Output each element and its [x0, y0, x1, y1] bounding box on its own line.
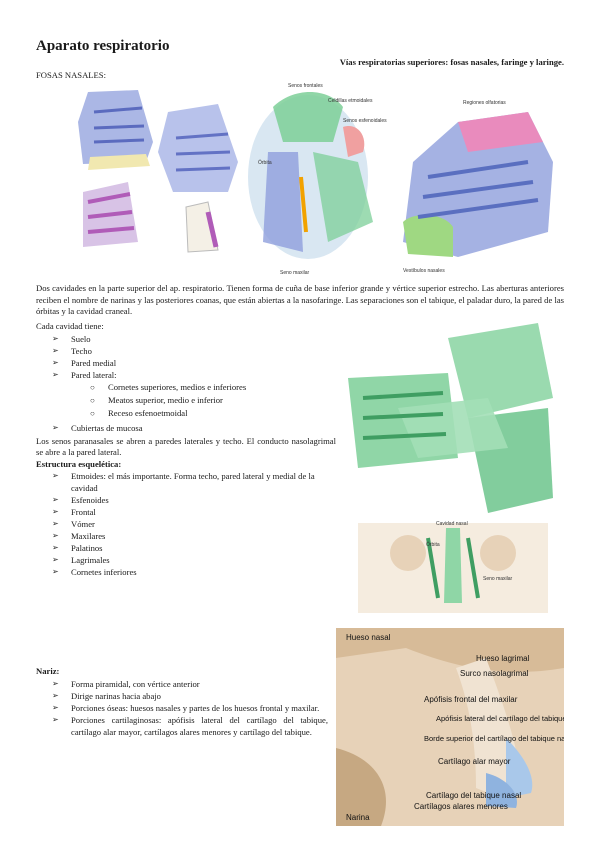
skeleton-heading: Estructura esquelética: [36, 458, 122, 469]
list-item: Frontal [36, 506, 336, 518]
walls-extra-list: Cubiertas de mucosa [36, 422, 336, 434]
nose-section: Nariz: Forma piramidal, con vértice ante… [36, 666, 328, 738]
list-item: Porciones cartilaginosas: apófisis later… [36, 714, 328, 738]
section-label-fosas: FOSAS NASALES: [36, 70, 106, 80]
intro-paragraph: Dos cavidades en la parte superior del a… [36, 283, 564, 317]
list-item: Receso esfenoetmoidal [36, 407, 336, 420]
list-item: Porciones óseas: huesos nasales y partes… [36, 702, 328, 714]
label-hueso-nasal: Hueso nasal [346, 633, 391, 642]
illustration-d [185, 201, 219, 253]
list-item: Meatos superior, medio e inferior [36, 394, 336, 407]
label-senos-frontales: Senos frontales [288, 83, 323, 89]
list-item: Maxilares [36, 530, 336, 542]
skeleton-list: Etmoides: el más importante. Forma techo… [36, 470, 336, 578]
list-item: Pared lateral: [36, 369, 336, 381]
lateral-wall-list: Cornetes superiores, medios e inferiores… [36, 381, 336, 420]
illustration-c [83, 182, 138, 247]
label-mid-orbita: Órbita [426, 541, 440, 548]
illustration-skull-cavities [248, 92, 373, 259]
list-item: Etmoides: el más importante. Forma techo… [36, 470, 336, 494]
illustration-b [158, 104, 238, 192]
label-borde-superior: Borde superior del cartílago del tabique… [424, 734, 564, 743]
list-item: Dirige narinas hacia abajo [36, 690, 328, 702]
label-mid-seno: Seno maxilar [483, 576, 513, 582]
label-cartilagos-menores: Cartílagos alares menores [414, 802, 508, 811]
list-item: Suelo [36, 333, 336, 345]
list-item: Esfenoides [36, 494, 336, 506]
label-surco: Surco nasolagrimal [460, 669, 529, 678]
illustration-right-cavity [403, 112, 553, 257]
list-item: Cornetes inferiores [36, 566, 336, 578]
illustration-coronal-section [358, 523, 548, 613]
label-narina: Narina [346, 813, 370, 822]
list-item: Techo [36, 345, 336, 357]
label-regiones-olfatorias: Regiones olfatorias [463, 100, 506, 106]
illustration-a [78, 90, 153, 170]
label-vestibulos: Vestíbulos nasales [403, 268, 445, 274]
list-item: Palatinos [36, 542, 336, 554]
paranasal-paragraph: Los senos paranasales se abren a paredes… [36, 435, 336, 458]
label-celdillas: Celdillas etmoidales [328, 98, 373, 104]
list-item: Vómer [36, 518, 336, 530]
walls-section: Cada cavidad tiene: Suelo Techo Pared me… [36, 321, 336, 578]
label-seno-maxilar: Seno maxilar [280, 270, 310, 276]
label-senos-esfenoidales: Senos esfenoidales [343, 118, 387, 124]
list-item: Lagrimales [36, 554, 336, 566]
nose-heading: Nariz: [36, 666, 60, 676]
figure-nasal-cavities: Senos frontales Celdillas etmoidales Sen… [78, 83, 553, 276]
label-cartilago-tabique: Cartílago del tabique nasal [426, 791, 521, 800]
label-apofisis-frontal: Apófisis frontal del maxilar [424, 695, 518, 704]
label-hueso-lagrimal: Hueso lagrimal [476, 654, 530, 663]
list-item: Forma piramidal, con vértice anterior [36, 678, 328, 690]
label-orbita: Órbita [258, 159, 272, 166]
list-item: Cubiertas de mucosa [36, 422, 336, 434]
figure-lateral-wall: Órbita Cavidad nasal Seno maxilar [348, 323, 553, 613]
label-apofisis-lateral: Apófisis lateral del cartílago del tabiq… [436, 714, 564, 723]
nose-list: Forma piramidal, con vértice anterior Di… [36, 678, 328, 738]
label-mid-cavidad: Cavidad nasal [436, 521, 468, 527]
page-subtitle: Vías respiratorias superiores: fosas nas… [339, 57, 564, 67]
walls-intro: Cada cavidad tiene: [36, 321, 104, 331]
page-title: Aparato respiratorio [36, 38, 170, 54]
list-item: Cornetes superiores, medios e inferiores [36, 381, 336, 394]
walls-list: Suelo Techo Pared medial Pared lateral: [36, 333, 336, 381]
list-item: Pared medial [36, 357, 336, 369]
figure-nose: Hueso nasal Narina Hueso lagrimal Surco … [336, 628, 564, 826]
illustration-lateral-wall-green [348, 323, 553, 513]
label-cartilago-alar: Cartílago alar mayor [438, 757, 511, 766]
